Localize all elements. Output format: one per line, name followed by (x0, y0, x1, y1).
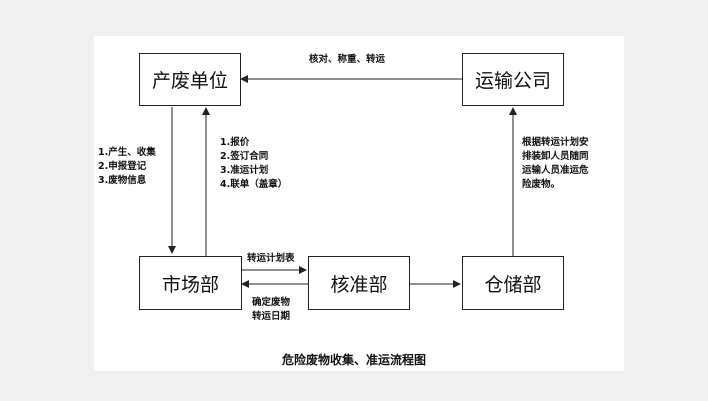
label-right: 根据转运计划安 排装卸人员随同 运输人员准运危 险废物。 (522, 136, 589, 192)
label-right-line: 根据转运计划安 (522, 137, 589, 148)
label-middle-line: 2.签订合同 (220, 151, 269, 162)
label-plan: 转运计划表 (247, 253, 295, 264)
label-left-line: 3.废物信息 (98, 175, 147, 186)
label-left: 1.产生、收集 2.申报登记 3.废物信息 (98, 146, 156, 188)
label-right-line: 运输人员准运危 (522, 165, 589, 176)
label-right-line: 排装卸人员随同 (522, 151, 589, 162)
node-storage: 仓储部 (462, 256, 564, 310)
label-left-line: 2.申报登记 (98, 161, 147, 172)
label-middle-line: 3.准运计划 (220, 165, 269, 176)
label-middle-line: 1.报价 (220, 137, 250, 148)
node-market: 市场部 (139, 256, 242, 310)
label-confirm-line: 确定废物 (252, 297, 291, 308)
label-middle: 1.报价 2.签订合同 3.准运计划 4.联单（盖章） (220, 136, 287, 192)
node-approval: 核准部 (308, 256, 410, 310)
label-left-line: 1.产生、收集 (98, 147, 156, 158)
label-middle-line: 4.联单（盖章） (220, 179, 288, 190)
label-confirm: 确定废物 转运日期 (252, 296, 290, 324)
node-transport: 运输公司 (462, 53, 564, 106)
diagram-caption: 危险废物收集、准运流程图 (281, 353, 426, 367)
label-right-line: 险废物。 (522, 179, 561, 190)
label-confirm-line: 转运日期 (252, 311, 291, 322)
node-producer: 产废单位 (139, 53, 241, 106)
label-top: 核对、称重、转运 (309, 54, 386, 65)
